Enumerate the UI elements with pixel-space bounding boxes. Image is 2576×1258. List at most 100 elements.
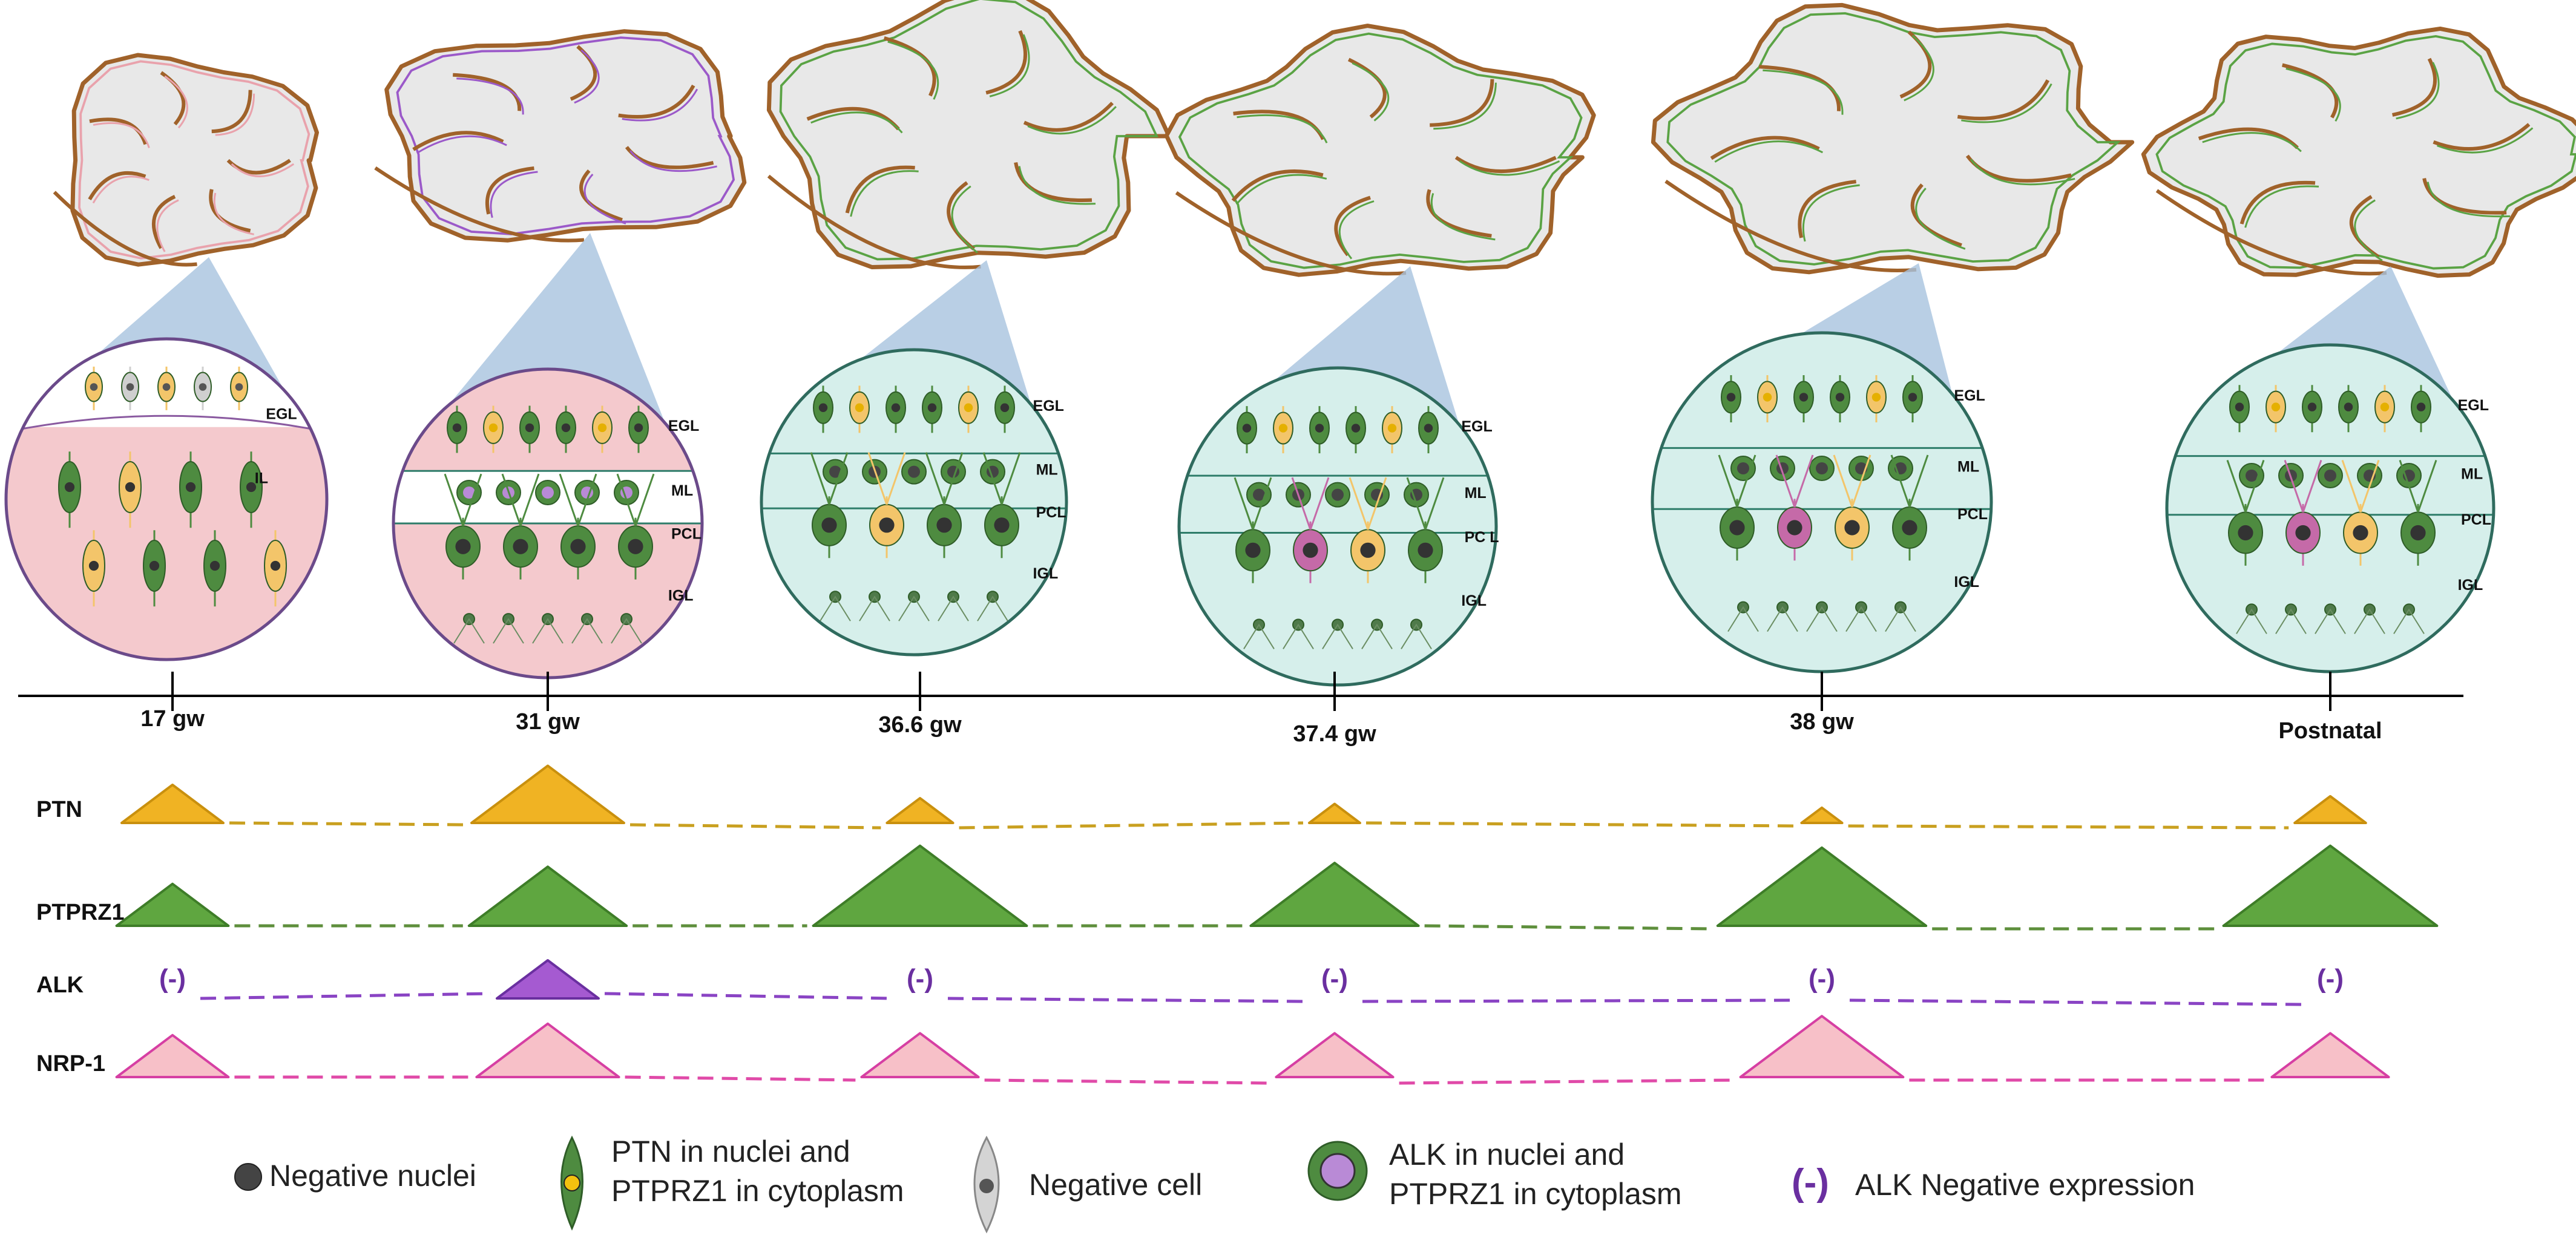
cell-nucleus: [88, 560, 99, 571]
cell-nucleus: [90, 383, 98, 391]
lobe-folium-layer: [416, 135, 507, 154]
egl-cell: [958, 385, 979, 433]
ml-cell-nucleus: [829, 465, 841, 478]
lobe-folium: [453, 73, 522, 111]
cerebellum-lobe-2: [374, 29, 747, 243]
cell-nucleus: [185, 482, 196, 493]
purkinje-dendrite: [616, 473, 655, 526]
cell-nucleus: [455, 539, 471, 554]
connector-dashed-line: [629, 823, 881, 830]
granule-process: [2354, 608, 2385, 634]
lobe-folium-layer: [810, 111, 903, 134]
marker-triangle: [1800, 806, 1844, 824]
marker-triangle: [2222, 844, 2439, 927]
cell-nucleus: [2410, 525, 2426, 541]
legend-alk-negative: (-)ALK Negative expression: [1792, 1162, 2195, 1204]
lobe-folium-layer: [1459, 160, 1560, 176]
circle-content: [1652, 333, 1991, 672]
lobe-folium: [485, 166, 534, 215]
cell-nucleus: [1418, 542, 1433, 558]
legend-negative-nuclei-label: Negative nuclei: [269, 1159, 476, 1193]
layer-label-pcl: PCL: [2461, 511, 2491, 528]
cell-nucleus: [513, 539, 528, 554]
circle-border: [760, 348, 1068, 657]
lobe-folium: [1798, 180, 1856, 238]
egl-cell: [1830, 375, 1850, 422]
granule-process: [820, 595, 851, 621]
cell-nucleus: [1763, 393, 1772, 402]
purkinje-dendrite: [1349, 477, 1387, 530]
cell-nucleus: [1303, 542, 1318, 558]
cell-nucleus: [149, 560, 160, 571]
connector-dashed-line: [1362, 998, 1795, 1003]
alk-nucleus-icon: [1319, 1153, 1356, 1189]
lobe-folium: [2198, 127, 2299, 149]
lobe-folium-layer: [215, 93, 255, 136]
circle-content: [761, 350, 1066, 655]
egl-cell: [813, 385, 833, 433]
cell-nucleus: [561, 423, 571, 433]
layer-label-igl: IGL: [668, 588, 694, 604]
cell-nucleus: [126, 383, 134, 391]
granule-process: [1322, 623, 1353, 649]
purkinje-cell: [812, 496, 847, 559]
egl-cell: [592, 405, 613, 453]
lobe-folium: [618, 84, 695, 119]
lobe-inner-layer: [779, 0, 1158, 261]
cell-nucleus: [2271, 402, 2281, 411]
cell-nucleus: [2353, 525, 2368, 541]
cell-nucleus: [2307, 402, 2317, 411]
egl-cell: [2302, 385, 2322, 433]
layer-label-ml: ML: [2461, 465, 2483, 482]
layer-label-egl: EGL: [1461, 418, 1492, 435]
cell-nucleus: [125, 482, 136, 493]
lobe-inner-layer: [78, 60, 310, 260]
purkinje-cell: [2285, 503, 2321, 566]
cerebellum-lobe-1: [53, 53, 319, 267]
cell-nucleus: [964, 403, 973, 412]
purkinje-cell: [1408, 521, 1443, 583]
cell-nucleus: [2235, 402, 2244, 411]
granule-process: [493, 618, 524, 644]
row-label-ptn: PTN: [36, 797, 82, 822]
egl-cell: [1757, 375, 1778, 422]
layer-label-egl: EGL: [668, 418, 699, 434]
layer-band: [761, 350, 1066, 454]
ml-cell-nucleus: [908, 465, 920, 478]
cell-nucleus: [2344, 402, 2353, 411]
lobe-folium-layer: [2426, 182, 2511, 218]
ml-cell: [1888, 456, 1913, 481]
lobe-folium: [1231, 169, 1324, 202]
legend-ptn-line1: PTN in nuclei and: [611, 1135, 850, 1168]
egl-cell: [922, 385, 942, 433]
cell-nucleus: [270, 560, 281, 571]
negative-nuclei-icon: [234, 1163, 262, 1191]
connector-dashed-line: [1424, 924, 1712, 931]
layer-band: [2167, 514, 2494, 672]
cell-nucleus: [1278, 424, 1288, 433]
granule-process: [1885, 606, 1916, 632]
circle-content: [393, 369, 702, 678]
row-label-alk: ALK: [36, 972, 84, 998]
purkinje-dendrite: [810, 452, 849, 505]
lobe-folium-layer: [2202, 132, 2302, 152]
lobe-folium-layer: [2436, 127, 2534, 154]
lobe-folium-layer: [583, 174, 626, 224]
cell-nucleus: [2295, 525, 2311, 541]
layer-label-ml: ML: [1465, 485, 1487, 502]
lobe-folium-layer: [1904, 34, 1934, 102]
marker-triangle: [2270, 1032, 2390, 1078]
ml-cell-nucleus: [1410, 488, 1422, 501]
circle-content: [6, 339, 327, 660]
ml-cell: [535, 480, 560, 505]
il-cell: [82, 530, 105, 607]
egl-cell: [1237, 406, 1257, 454]
cell-nucleus: [818, 403, 828, 412]
lobe-folium: [2422, 178, 2507, 215]
legend-negative-cell: Negative cell: [973, 1135, 1202, 1234]
marker-triangle: [1275, 1032, 1395, 1078]
egl-cell: [994, 385, 1015, 433]
egl-cell: [1721, 375, 1741, 422]
